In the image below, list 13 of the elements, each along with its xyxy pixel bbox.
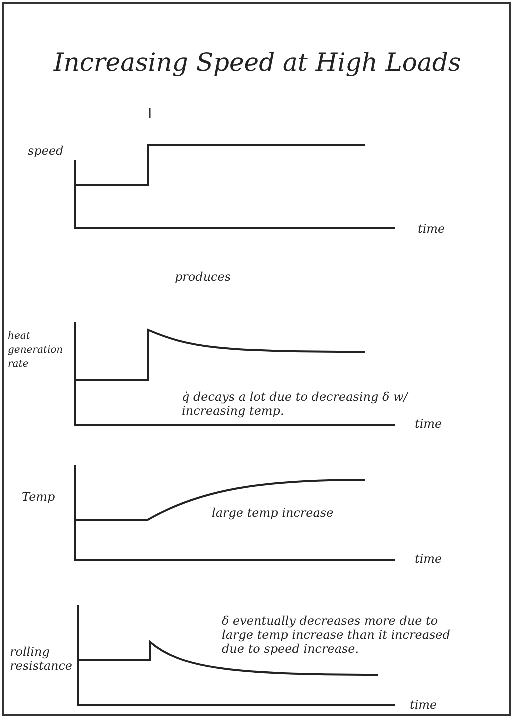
- axis-label: rolling resistance: [10, 645, 74, 673]
- axis-label: time: [418, 222, 446, 236]
- axis-label: heat generation rate: [8, 330, 64, 372]
- title: Increasing Speed at High Loads: [52, 48, 462, 77]
- axis-label: time: [415, 417, 444, 431]
- annotation: δ eventually decreases more due to large temp increase than it increased due to speed increase.: [222, 614, 452, 656]
- annotation: q̇ decays a lot due to decreasing δ w/ increasing temp.: [182, 390, 410, 418]
- axis-label: speed: [28, 144, 65, 158]
- annotation: large temp increase: [212, 506, 335, 520]
- annotation: produces: [175, 270, 232, 284]
- axis-label: time: [410, 698, 438, 712]
- axis-label: Temp: [22, 490, 56, 504]
- axis-label: time: [415, 552, 444, 566]
